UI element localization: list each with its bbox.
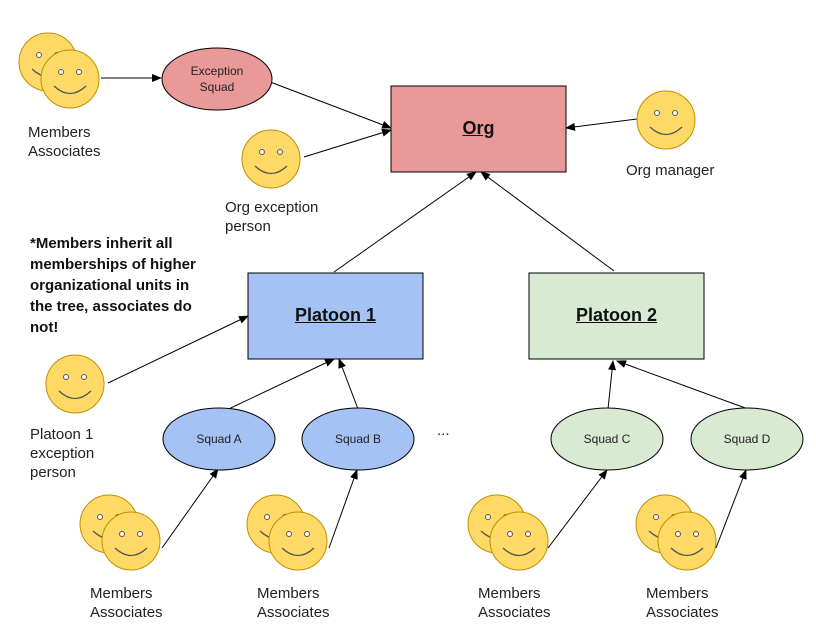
squad-b-members-line1: Members	[257, 585, 320, 602]
note-line2: memberships of higher	[30, 256, 196, 273]
arrow-platoon1-exception-to-platoon1	[107, 315, 249, 384]
platoon2-label: Platoon 2	[575, 305, 657, 325]
org-label: Org	[462, 118, 495, 138]
arrow-org-manager-to-org	[565, 118, 638, 131]
org-exception-person-line1: Org exception	[225, 199, 319, 216]
inheritance-note: *Members inherit all memberships of high…	[30, 233, 196, 338]
smiley-face-icon	[45, 354, 105, 414]
squad-c-members-label: Members Associates	[478, 584, 551, 622]
squad-a-members-label: Members Associates	[90, 584, 163, 622]
squad-a-ellipse	[162, 407, 276, 471]
org-exception-person-label: Org exception person	[225, 198, 318, 236]
note-line3: organizational units in	[30, 277, 190, 294]
exception-squad-ellipse	[161, 47, 273, 111]
arrow-squad-b-to-platoon1	[338, 358, 359, 410]
top-members-line2: Associates	[28, 143, 101, 160]
squad-d-ellipse	[690, 407, 804, 471]
platoon1-label: Platoon 1	[294, 305, 376, 325]
note-line4: the tree, associates do	[30, 298, 192, 315]
squad-d-members-line2: Associates	[646, 604, 719, 621]
note-line1: *Members inherit all	[30, 235, 173, 252]
platoon1-exception-line3: person	[30, 464, 76, 481]
squad-b-members-label: Members Associates	[257, 584, 330, 622]
squad-c-label: Squad C	[583, 432, 631, 446]
smiley-face-icon	[241, 129, 301, 189]
squad-d-members-label: Members Associates	[646, 584, 719, 622]
smiley-face-icon	[40, 49, 100, 109]
smiley-face-icon	[268, 511, 328, 571]
smiley-face-icon	[636, 90, 696, 150]
platoon1-exception-line2: exception	[30, 445, 95, 462]
smiley-face-icon	[657, 511, 717, 571]
squad-b-members-line2: Associates	[257, 604, 330, 621]
arrow-platoon2-to-org	[480, 171, 615, 272]
arrow-squad-b-members-to-squad-b	[328, 469, 358, 549]
arrow-squad-a-to-platoon1	[215, 358, 335, 416]
top-members-line1: Members	[28, 124, 91, 141]
squad-a-members-line2: Associates	[90, 604, 163, 621]
squad-d-label: Squad D	[723, 432, 771, 446]
platoon2-box	[528, 272, 705, 360]
platoon1-box	[247, 272, 424, 360]
note-line5: not!	[30, 319, 59, 336]
smiley-face-icon	[489, 511, 549, 571]
squad-c-members-line2: Associates	[478, 604, 551, 621]
exception-squad-label-line1: Exception	[190, 64, 244, 78]
more-squads-ellipsis: ...	[437, 422, 450, 439]
squad-b-ellipse	[301, 407, 415, 471]
squad-d-members-line1: Members	[646, 585, 709, 602]
arrow-platoon1-to-org	[333, 171, 477, 273]
platoon1-exception-line1: Platoon 1	[30, 426, 94, 443]
top-members-label: Members Associates	[28, 123, 101, 161]
org-exception-person-line2: person	[225, 218, 271, 235]
exception-squad-label: Exception Squad	[162, 63, 272, 95]
arrow-squad-d-to-platoon2	[616, 360, 749, 410]
platoon1-exception-person-label: Platoon 1 exception person	[30, 425, 94, 482]
arrow-exception-squad-to-org	[264, 79, 392, 129]
arrow-squad-a-members-to-squad-a	[161, 468, 219, 549]
arrow-squad-c-members-to-squad-c	[547, 469, 608, 549]
arrow-squad-d-members-to-squad-d	[715, 469, 747, 549]
squad-c-members-line1: Members	[478, 585, 541, 602]
arrow-org-exception-person-to-org	[303, 128, 392, 158]
squad-a-label: Squad A	[196, 432, 242, 446]
org-manager-label: Org manager	[626, 162, 715, 179]
squad-b-label: Squad B	[334, 432, 382, 446]
org-box	[390, 85, 567, 173]
arrow-squad-c-to-platoon2	[607, 360, 617, 410]
exception-squad-label-line2: Squad	[199, 80, 235, 94]
squad-c-ellipse	[550, 407, 664, 471]
connectors	[101, 74, 749, 549]
squad-a-members-line1: Members	[90, 585, 153, 602]
smiley-face-icon	[101, 511, 161, 571]
